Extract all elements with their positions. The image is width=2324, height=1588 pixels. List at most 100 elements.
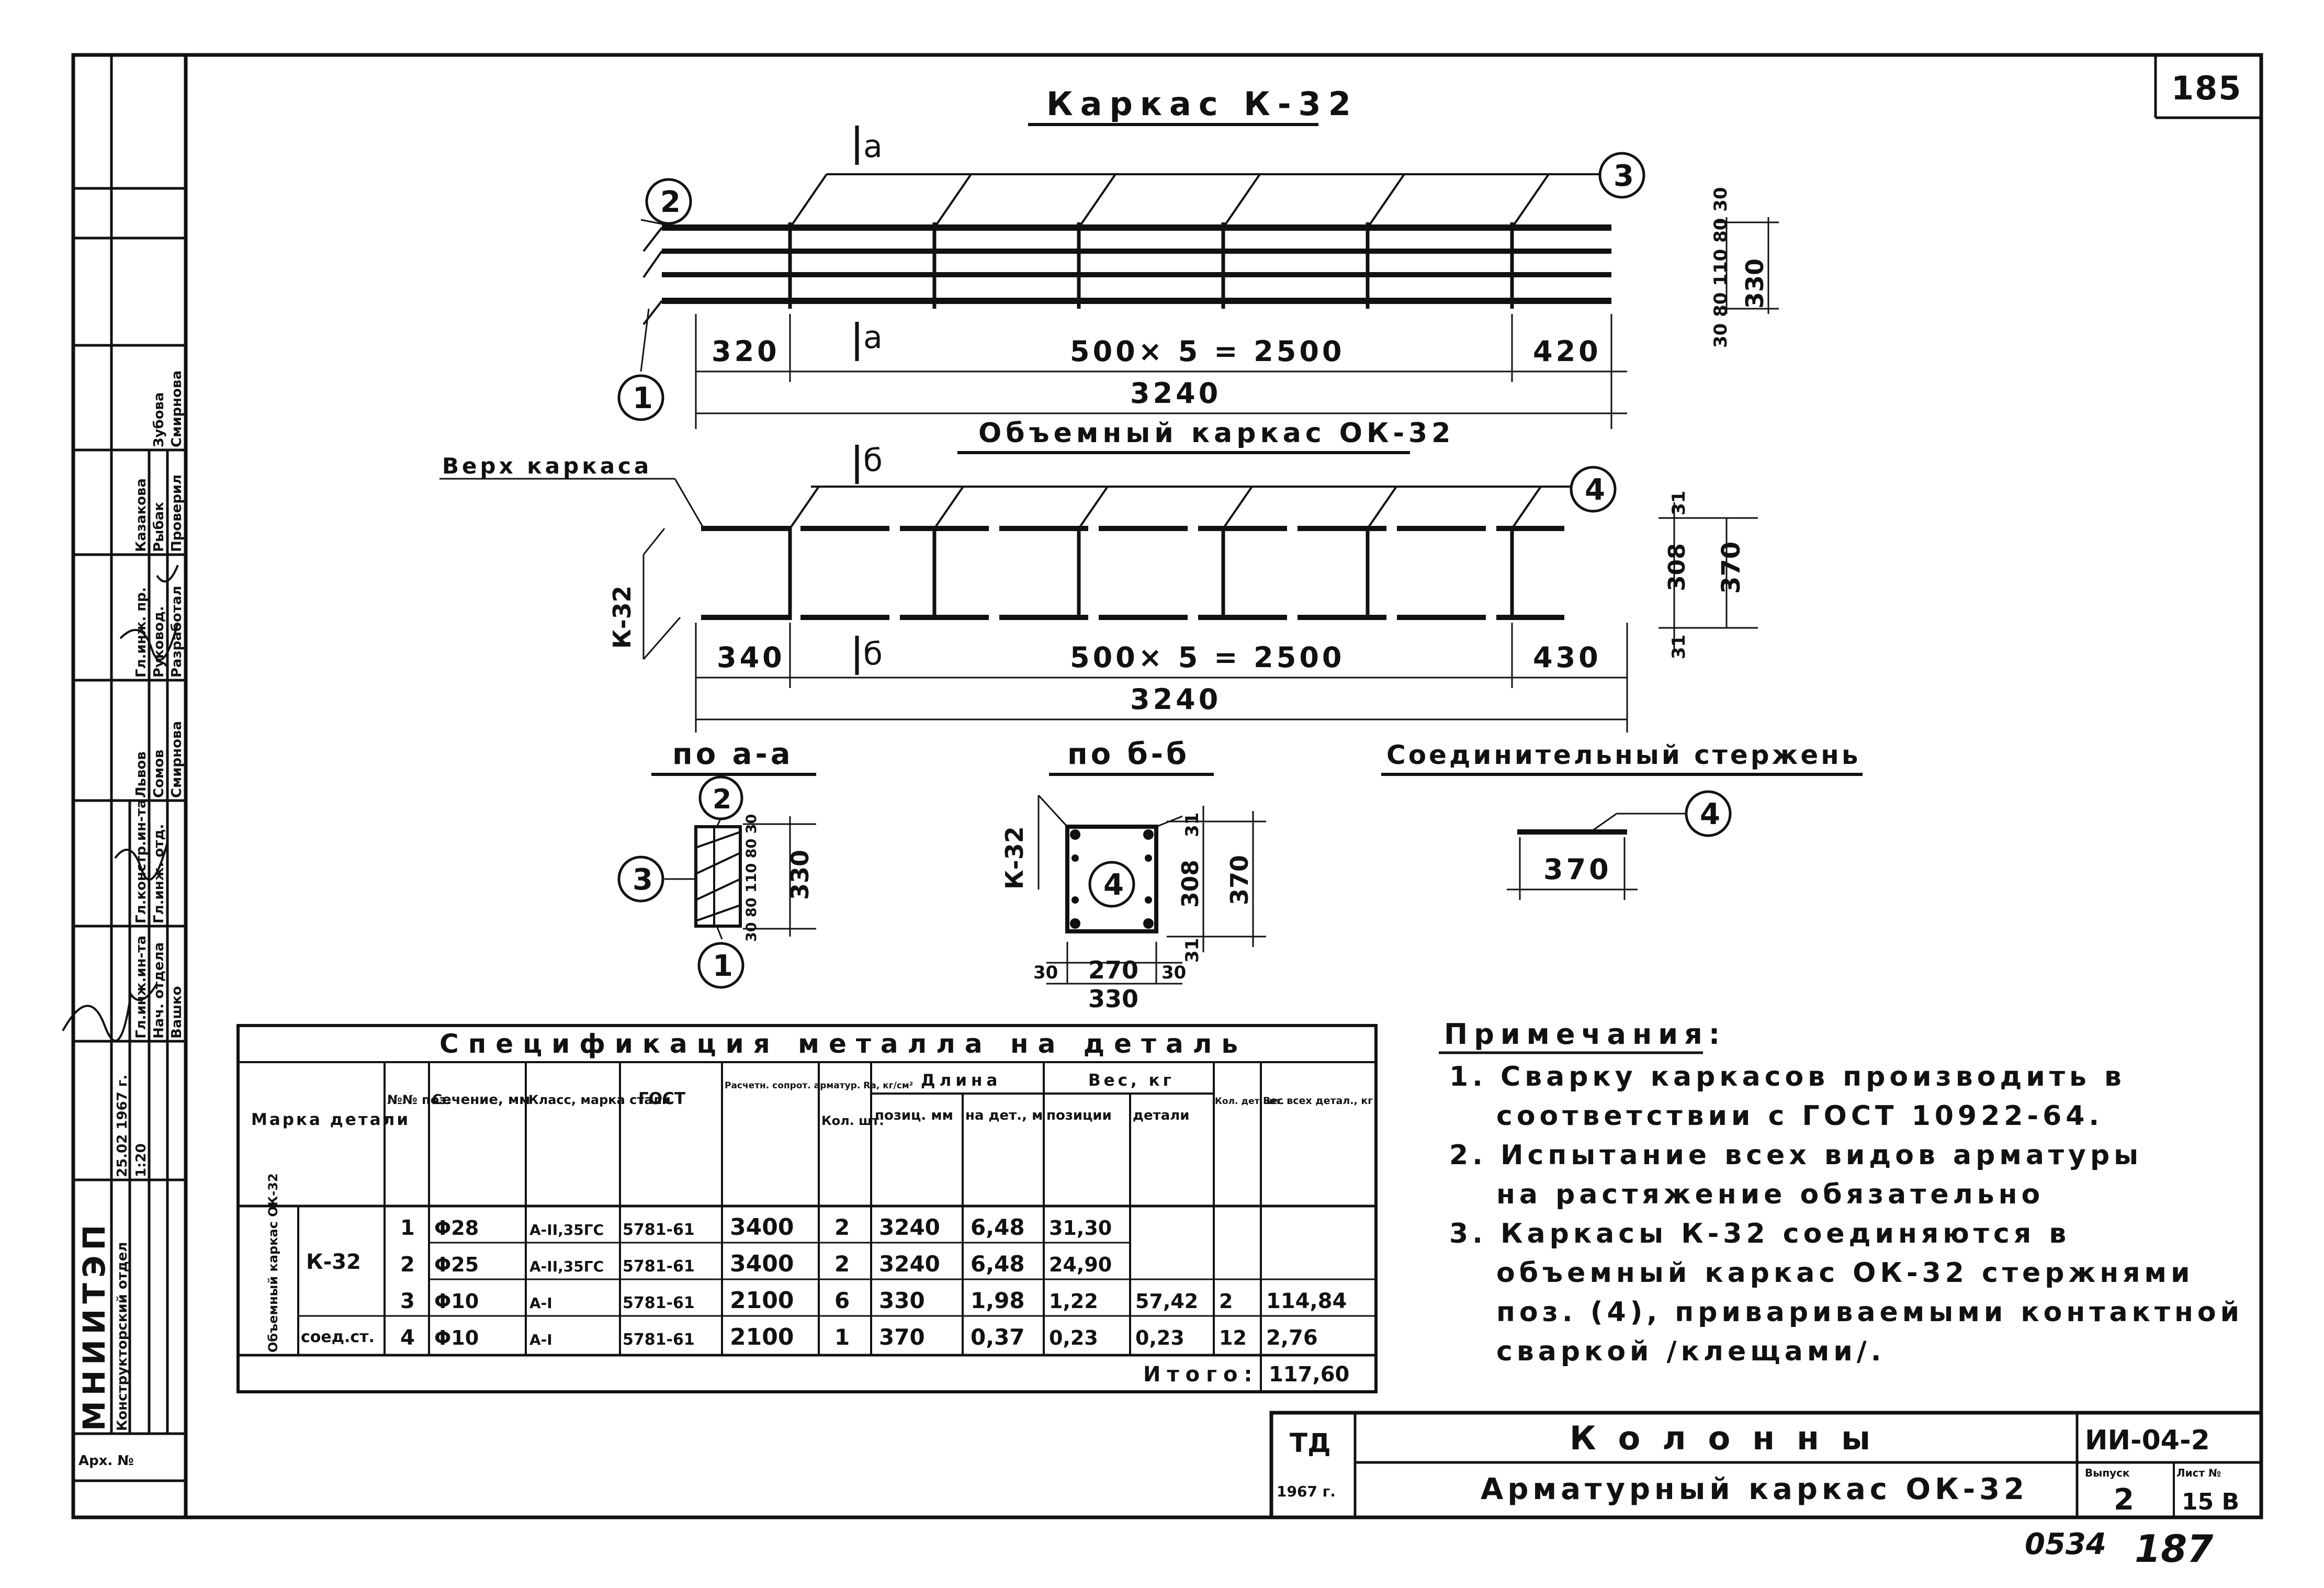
pos-circle-4-section: 4 xyxy=(1088,861,1135,908)
section-bb-dim-270: 270 xyxy=(1088,956,1138,984)
pos-circle-2: 2 xyxy=(645,178,692,225)
spec-cell-kol: 2 xyxy=(834,1251,850,1277)
section-bb-dim-370: 370 xyxy=(1225,855,1254,905)
k32-frame-drawing xyxy=(640,126,1779,429)
spec-title: Спецификация металла на деталь xyxy=(439,1029,1247,1059)
spec-cell-kol: 2 xyxy=(834,1214,850,1240)
stamp-name: Сомов xyxy=(151,749,167,798)
ok32-k32-label: К-32 xyxy=(608,585,636,649)
hdr-ves-all: Вес всех детал., кг xyxy=(1263,1095,1373,1107)
spec-cell-ra: 2100 xyxy=(730,1287,794,1314)
top-of-frame-label: Верх каркаса xyxy=(442,453,652,479)
stamp-name: Зубова xyxy=(151,392,167,447)
note-line: 1. Сварку каркасов производить в xyxy=(1449,1061,2126,1093)
pos-circle-3-section: 3 xyxy=(617,855,664,903)
stamp-arch: Арх. № xyxy=(78,1453,134,1469)
spec-sub-soed: соед.ст. xyxy=(301,1328,375,1346)
pos-circle-4: 4 xyxy=(1570,466,1617,513)
spec-cell-ra: 3400 xyxy=(730,1214,794,1241)
hdr-kol-det: Кол. дет. шт. xyxy=(1215,1096,1284,1107)
ok32-dim-left: 340 xyxy=(717,641,785,674)
stamp-role: Гл.инж. отд. xyxy=(151,824,167,923)
pos-circle-3-label: 3 xyxy=(1614,159,1634,193)
hdr-ves: Вес, кг xyxy=(1088,1071,1175,1090)
stamp-name: Рыбак xyxy=(151,502,167,552)
stamp-name: Казакова xyxy=(133,478,149,552)
pos-circle-2-label: 2 xyxy=(660,185,681,219)
spec-total-value: 117,60 xyxy=(1269,1362,1349,1387)
pos-circle-2-section: 2 xyxy=(698,775,743,820)
spec-total-label: Итого: xyxy=(1143,1362,1259,1387)
spec-cell-kol: 1 xyxy=(834,1324,850,1350)
cut-a-bottom: а xyxy=(863,319,883,356)
note-line: объемный каркас ОК-32 стержнями xyxy=(1496,1257,2194,1289)
section-bb-dim-330: 330 xyxy=(1088,985,1138,1013)
spec-cell-klass: А-I xyxy=(529,1294,552,1312)
note-line: на растяжение обязательно xyxy=(1496,1179,2044,1210)
section-aa-title: по а-а xyxy=(672,737,793,771)
spec-group-label: Объемный каркас ОК-32 xyxy=(266,1173,280,1353)
spec-cell-vpoz: 0,23 xyxy=(1049,1326,1098,1349)
tb-name: Колонны xyxy=(1570,1419,1892,1457)
spec-cell-vall: 2,76 xyxy=(1266,1326,1318,1350)
stamp-roles: Гл.инж.ин-та Гл.констр.ин-та Нач. отдела… xyxy=(133,370,185,1039)
cut-a-top: а xyxy=(863,128,883,165)
hdr-klass: Класс, марка стали xyxy=(528,1093,671,1107)
stamp-name: Смирнова xyxy=(169,370,185,447)
stamp-dept: Конструкторский отдел xyxy=(115,1242,130,1431)
section-bb-k32-label: К-32 xyxy=(1000,826,1029,889)
tb-vypusk: 2 xyxy=(2114,1483,2134,1517)
spec-cell-dpoz: 370 xyxy=(879,1324,925,1350)
note-line: поз. (4), привариваемыми контактной xyxy=(1496,1297,2243,1328)
section-bb-dim-31b: 31 xyxy=(1182,938,1203,963)
stamp-date: 25.02 1967 г. xyxy=(115,1075,130,1177)
stamp-code: 0534 xyxy=(2025,1527,2106,1561)
spec-sub-k32: К-32 xyxy=(306,1250,361,1274)
note-line: 2. Испытание всех видов арматуры xyxy=(1449,1140,2142,1171)
tb-subname: Арматурный каркас ОК-32 xyxy=(1481,1472,2028,1506)
hdr-dlina: Длина xyxy=(921,1071,1001,1090)
stamp-name: Смирнова xyxy=(169,721,185,798)
spec-cell-gost: 5781-61 xyxy=(623,1331,695,1349)
hdr-dl-poz: позиц. мм xyxy=(875,1108,953,1123)
spec-cell-vpoz: 31,30 xyxy=(1049,1217,1112,1240)
spec-cell-vall: 114,84 xyxy=(1266,1289,1347,1313)
spec-headers: Марка детали №№ поз. Сечение, мм Класс, … xyxy=(251,1071,1373,1129)
spec-cell-gost: 5781-61 xyxy=(623,1221,695,1239)
stamp-org: МНИИТЭП xyxy=(76,1220,112,1431)
ok32-dim-31a: 31 xyxy=(1668,491,1689,515)
stamp-role: Разработал xyxy=(169,585,185,678)
spec-cell-sech: Φ10 xyxy=(434,1290,479,1313)
spec-cell-sech: Φ10 xyxy=(434,1326,479,1349)
hdr-gost: ГОСТ xyxy=(638,1089,685,1108)
stamp-role: Гл.инж.ин-та xyxy=(133,936,149,1039)
bar-dots xyxy=(1070,829,1154,929)
spec-cell-poz: 3 xyxy=(400,1289,415,1313)
spec-cell-ddet: 6,48 xyxy=(971,1214,1025,1240)
connector-drawing xyxy=(1507,813,1687,900)
hdr-ves-poz: позиции xyxy=(1046,1108,1112,1123)
spec-cell-sech: Φ28 xyxy=(434,1217,479,1240)
section-bb-dim-308: 308 xyxy=(1177,860,1204,908)
spec-cell-poz: 4 xyxy=(400,1326,415,1350)
pos-circle-2-label: 2 xyxy=(713,784,731,815)
spec-cell-vdet: 0,23 xyxy=(1135,1326,1184,1349)
frame-number: 187 xyxy=(2135,1527,2213,1571)
connector-title: Соединительный стержень xyxy=(1386,740,1860,770)
section-aa-dim-stack: 30 80 110 80 30 xyxy=(743,814,760,942)
section-bb-dim-30b: 30 xyxy=(1161,962,1186,983)
ok32-dim-total: 3240 xyxy=(1130,683,1221,716)
spec-cell-gost: 5781-61 xyxy=(623,1294,695,1312)
ok32-dim-31b: 31 xyxy=(1668,635,1689,659)
spec-cell-poz: 1 xyxy=(400,1216,415,1240)
tb-code: ИИ-04-2 xyxy=(2085,1425,2210,1456)
notes: Примечания: 1. Сварку каркасов производи… xyxy=(1439,1018,2243,1367)
title-block-grid xyxy=(1269,1411,2263,1519)
section-aa-drawing xyxy=(664,816,816,940)
pos-circle-4-connector: 4 xyxy=(1685,790,1732,837)
section-bb-title: по б-б xyxy=(1067,737,1190,771)
pos-circle-3: 3 xyxy=(1598,152,1645,199)
sheet-frame xyxy=(71,53,2263,1519)
